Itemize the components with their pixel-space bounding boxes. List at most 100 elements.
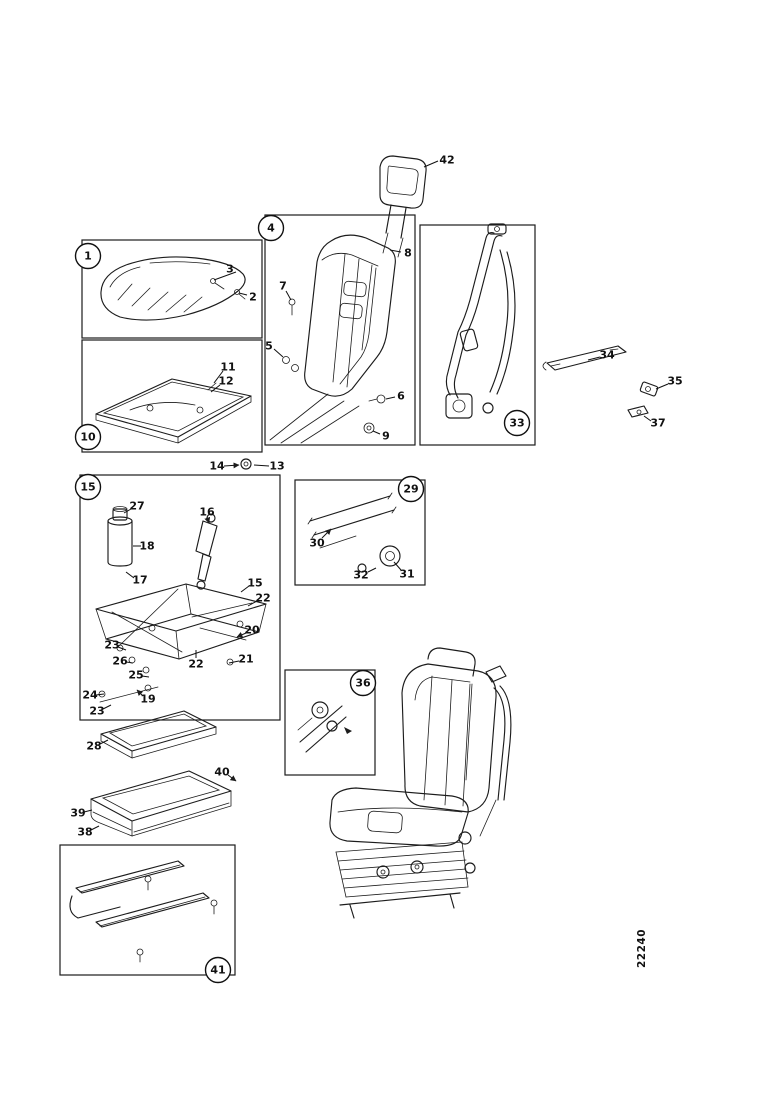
svg-text:14: 14: [209, 460, 225, 473]
callout-11: 11: [213, 361, 236, 384]
callout-19: 19: [136, 689, 156, 706]
callout-3: 3: [213, 263, 237, 281]
svg-text:19: 19: [140, 693, 155, 706]
callout-15-circled: 15: [74, 473, 102, 501]
svg-text:27: 27: [129, 500, 144, 513]
callout-16: 16: [199, 506, 215, 524]
svg-text:30: 30: [309, 537, 325, 550]
svg-text:21: 21: [238, 653, 253, 666]
svg-text:25: 25: [128, 669, 143, 682]
callout-26: 26: [112, 655, 134, 668]
callout-42: 42: [423, 154, 455, 168]
rail-parts: [69, 860, 218, 963]
callout-17: 17: [125, 571, 148, 587]
callout-33-circled: 33: [503, 409, 531, 437]
callout-7: 7: [279, 280, 292, 301]
callout-25: 25: [128, 669, 150, 682]
callout-14: 14: [209, 460, 240, 473]
svg-text:41: 41: [210, 964, 225, 977]
panel-frames: [59, 214, 536, 976]
svg-text:15: 15: [80, 481, 95, 494]
svg-text:28: 28: [86, 740, 101, 753]
svg-text:32: 32: [353, 569, 368, 582]
callout-36-circled: 36: [349, 669, 377, 697]
svg-text:33: 33: [509, 417, 524, 430]
callout-5: 5: [265, 340, 284, 358]
svg-text:18: 18: [139, 540, 154, 553]
callout-39: 39: [70, 807, 93, 820]
svg-text:9: 9: [382, 430, 390, 443]
callout-8: 8: [389, 247, 412, 260]
svg-text:23: 23: [89, 705, 104, 718]
small-linkage-parts: [297, 701, 352, 753]
callout-22: 22: [247, 592, 271, 607]
svg-text:38: 38: [77, 826, 92, 839]
pan-tray-part: [100, 710, 217, 759]
callout-15: 15: [240, 577, 263, 593]
callout-28: 28: [86, 740, 109, 753]
assembled-seat: [329, 647, 512, 919]
svg-text:23: 23: [104, 639, 119, 652]
callout-32: 32: [353, 567, 377, 582]
svg-text:39: 39: [70, 807, 85, 820]
callout-27: 27: [123, 500, 145, 514]
svg-text:35: 35: [667, 375, 682, 388]
svg-text:2: 2: [249, 291, 257, 304]
cushion-cover-part: [100, 256, 246, 321]
callout-9: 9: [372, 430, 390, 443]
callout-20: 20: [236, 624, 260, 638]
callout-22: 22: [188, 650, 204, 671]
svg-text:16: 16: [199, 506, 215, 519]
svg-text:37: 37: [650, 417, 665, 430]
callout-35: 35: [655, 375, 683, 390]
callout-21: 21: [228, 653, 254, 666]
svg-text:12: 12: [218, 375, 233, 388]
svg-text:11: 11: [220, 361, 235, 374]
headrest-part: [379, 155, 427, 258]
callout-24: 24: [82, 689, 105, 702]
svg-text:22: 22: [255, 592, 270, 605]
callout-23: 23: [104, 639, 127, 652]
svg-text:1: 1: [84, 250, 92, 263]
base-tray-part: [90, 770, 232, 837]
callout-10-circled: 10: [74, 423, 102, 451]
svg-text:34: 34: [599, 349, 615, 362]
callout-34: 34: [587, 349, 615, 362]
svg-text:36: 36: [355, 677, 371, 690]
svg-text:10: 10: [80, 431, 96, 444]
svg-text:26: 26: [112, 655, 128, 668]
svg-text:7: 7: [279, 280, 287, 293]
callout-13: 13: [253, 460, 285, 473]
svg-text:4: 4: [267, 222, 275, 235]
svg-text:8: 8: [404, 247, 412, 260]
svg-text:40: 40: [214, 766, 230, 779]
callout-12: 12: [210, 375, 234, 393]
svg-text:3: 3: [226, 263, 234, 276]
callout-29-circled: 29: [397, 475, 425, 503]
callout-2: 2: [238, 291, 257, 304]
svg-text:17: 17: [132, 574, 147, 587]
callout-18: 18: [133, 540, 155, 553]
callout-30: 30: [309, 528, 332, 550]
figure-code: 22240: [636, 929, 648, 968]
svg-text:15: 15: [247, 577, 262, 590]
callout-41-circled: 41: [204, 956, 232, 984]
belt-bracket-parts: [542, 345, 659, 418]
linkage-rod-parts: [307, 492, 401, 573]
callout-38: 38: [77, 826, 100, 839]
svg-text:31: 31: [399, 568, 414, 581]
callout-37: 37: [643, 415, 666, 430]
callout-31: 31: [393, 561, 415, 581]
svg-text:42: 42: [439, 154, 454, 167]
callout-1-circled: 1: [74, 242, 102, 270]
callout-4-circled: 4: [257, 214, 285, 242]
svg-text:13: 13: [269, 460, 284, 473]
svg-text:24: 24: [82, 689, 98, 702]
seatbelt-part: [445, 223, 516, 419]
callout-23: 23: [89, 705, 112, 718]
svg-text:6: 6: [397, 390, 405, 403]
svg-text:22: 22: [188, 658, 203, 671]
